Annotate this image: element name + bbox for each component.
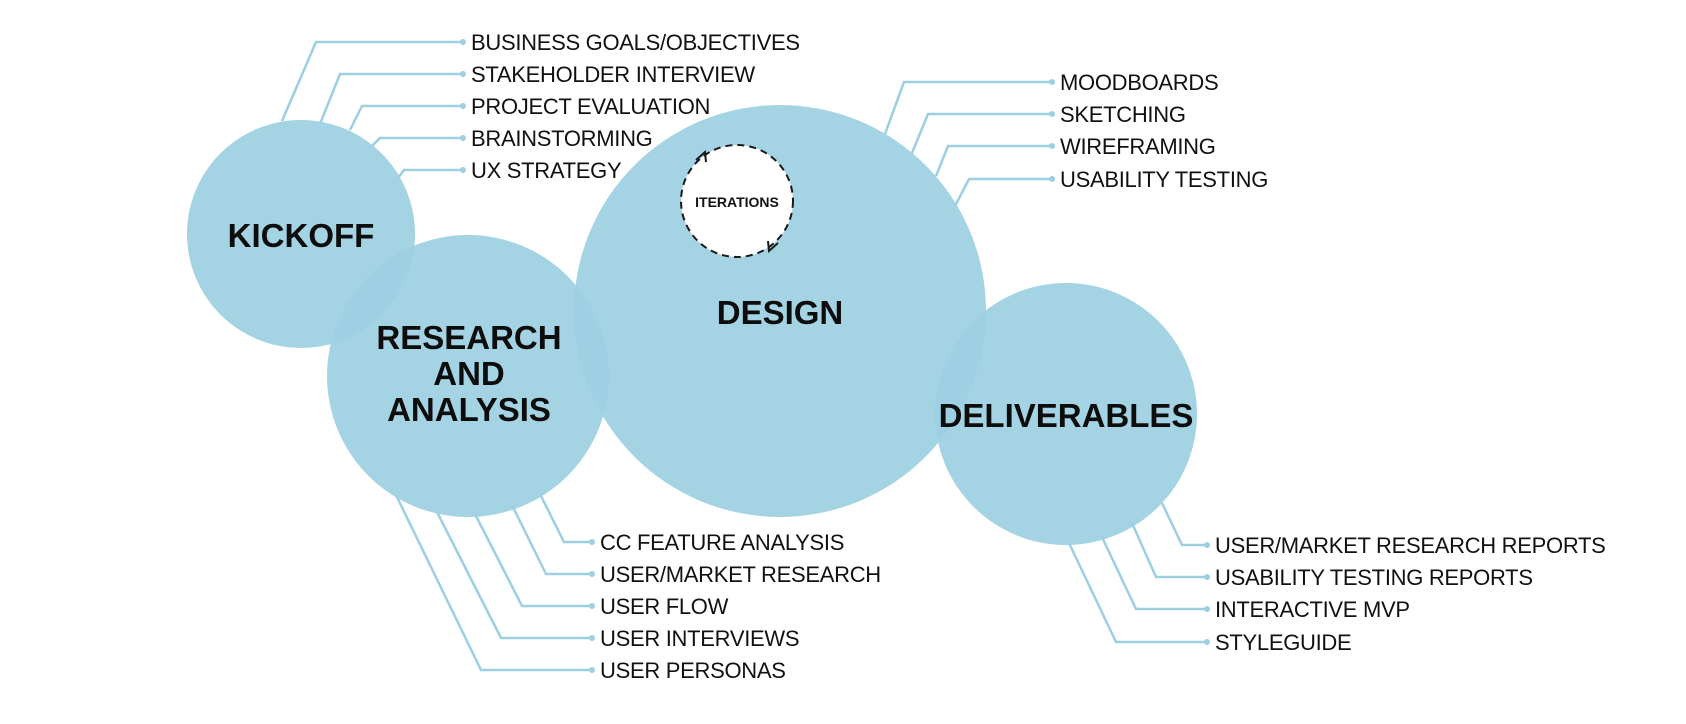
loop-arrow-icon [767,240,779,254]
loop-arrow-icon [695,149,707,163]
iterations-loop: ITERATIONS [680,144,794,258]
research-item: USER PERSONAS [600,658,786,683]
research-label-line2: AND [433,355,505,392]
design-item: SKETCHING [1060,102,1186,127]
deliverables-item: USABILITY TESTING REPORTS [1215,565,1533,590]
deliverables-item: INTERACTIVE MVP [1215,597,1410,622]
research-item: USER INTERVIEWS [600,626,799,651]
research-label-line3: ANALYSIS [387,391,551,428]
iterations-label: ITERATIONS [695,194,779,210]
kickoff-label: KICKOFF [228,217,375,254]
deliverables-item: USER/MARKET RESEARCH REPORTS [1215,533,1606,558]
research-item: USER/MARKET RESEARCH [600,562,881,587]
research-connectors [394,493,595,673]
kickoff-item: UX STRATEGY [471,158,622,183]
deliverables-item: STYLEGUIDE [1215,630,1351,655]
research-item: CC FEATURE ANALYSIS [600,530,844,555]
design-item: USABILITY TESTING [1060,167,1268,192]
design-label: DESIGN [717,294,844,331]
research-circle [327,235,609,517]
kickoff-item: STAKEHOLDER INTERVIEW [471,62,755,87]
kickoff-connectors [280,39,466,179]
deliverables-connectors [1067,502,1210,645]
design-item: WIREFRAMING [1060,134,1216,159]
design-connectors [883,79,1055,207]
design-circle [574,105,986,517]
kickoff-item: PROJECT EVALUATION [471,94,710,119]
research-item: USER FLOW [600,594,729,619]
deliverables-circle [935,283,1197,545]
design-item: MOODBOARDS [1060,70,1218,95]
deliverables-label: DELIVERABLES [939,397,1194,434]
kickoff-item: BRAINSTORMING [471,126,653,151]
research-label-line1: RESEARCH [376,319,561,356]
kickoff-item: BUSINESS GOALS/OBJECTIVES [471,30,800,55]
